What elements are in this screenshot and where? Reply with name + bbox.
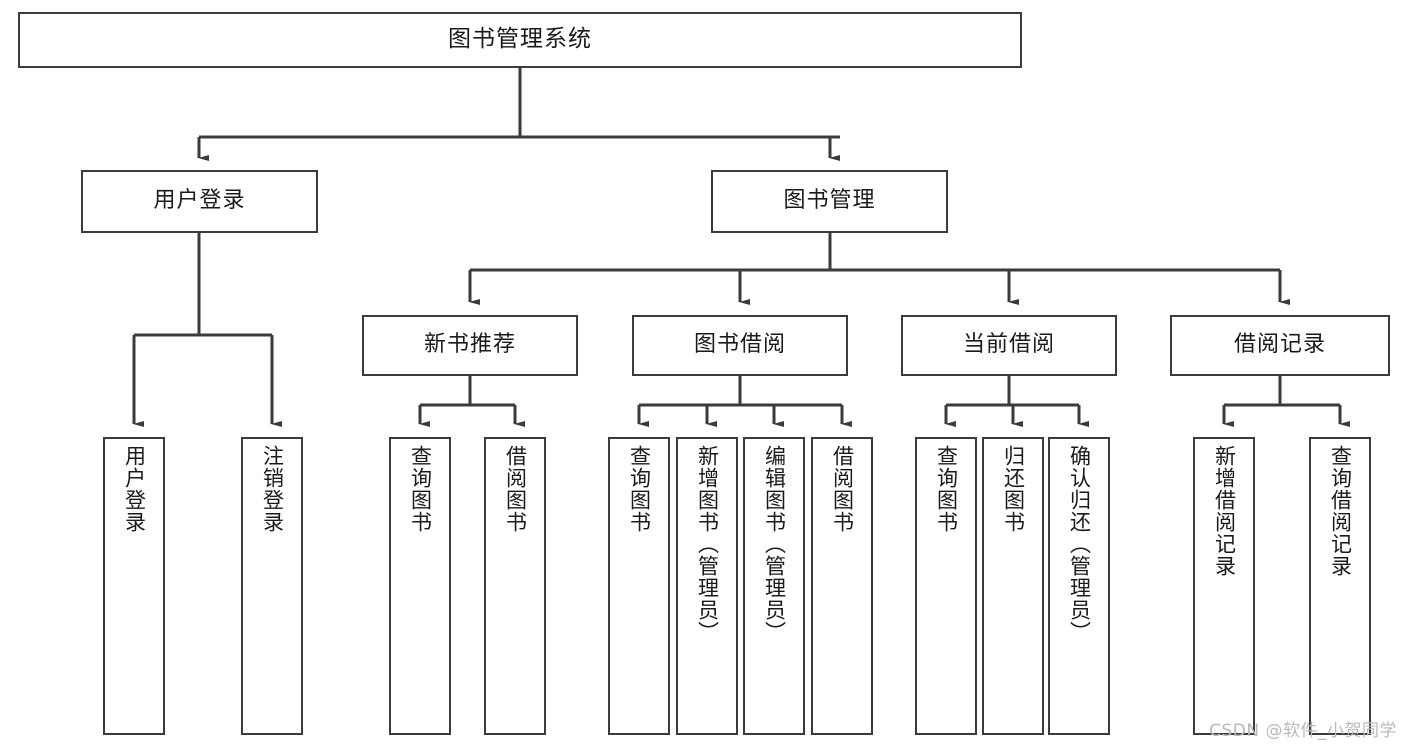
leaf-add-book-admin[interactable]: 新增图书（管理员） [676, 437, 738, 735]
node-label: 新增图书（管理员） [695, 445, 720, 643]
node-root-book-management-system[interactable]: 图书管理系统 [18, 12, 1022, 68]
leaf-query-borrow-record[interactable]: 查询借阅记录 [1309, 437, 1371, 735]
node-book-borrow[interactable]: 图书借阅 [632, 315, 848, 376]
leaf-logout-login[interactable]: 注销登录 [241, 437, 303, 735]
leaf-user-login[interactable]: 用户登录 [103, 437, 165, 735]
node-label: 借阅图书 [503, 445, 528, 533]
node-label: 图书管理 [783, 188, 876, 214]
node-label: 查询图书 [408, 445, 433, 533]
node-label: 用户登录 [153, 188, 246, 214]
leaf-query-book-current[interactable]: 查询图书 [915, 437, 977, 735]
leaf-borrow-book-recommend[interactable]: 借阅图书 [484, 437, 546, 735]
node-label: 借阅图书 [830, 445, 855, 533]
leaf-query-book-recommend[interactable]: 查询图书 [389, 437, 451, 735]
node-label: 新增借阅记录 [1212, 445, 1237, 577]
node-borrow-record[interactable]: 借阅记录 [1170, 315, 1390, 376]
node-label: 图书借阅 [693, 332, 786, 358]
leaf-borrow-book[interactable]: 借阅图书 [811, 437, 873, 735]
node-label: 归还图书 [1001, 445, 1026, 533]
node-label: 借阅记录 [1233, 332, 1326, 358]
node-label: 确认归还（管理员） [1067, 445, 1092, 643]
node-label: 新书推荐 [423, 332, 516, 358]
node-book-management[interactable]: 图书管理 [711, 170, 948, 233]
leaf-confirm-return-admin[interactable]: 确认归还（管理员） [1048, 437, 1110, 735]
node-label: 图书管理系统 [448, 26, 592, 53]
node-label: 查询图书 [934, 445, 959, 533]
node-label: 编辑图书（管理员） [762, 445, 787, 643]
node-new-book-recommend[interactable]: 新书推荐 [362, 315, 578, 376]
leaf-edit-book-admin[interactable]: 编辑图书（管理员） [743, 437, 805, 735]
leaf-query-book-borrow[interactable]: 查询图书 [608, 437, 670, 735]
node-user-login[interactable]: 用户登录 [81, 170, 318, 233]
leaf-add-borrow-record[interactable]: 新增借阅记录 [1193, 437, 1255, 735]
watermark: CSDN @软件_小贺同学 [1209, 721, 1397, 741]
node-label: 当前借阅 [962, 332, 1055, 358]
node-current-borrow[interactable]: 当前借阅 [901, 315, 1117, 376]
node-label: 注销登录 [260, 445, 285, 533]
node-label: 查询借阅记录 [1328, 445, 1353, 577]
node-label: 用户登录 [122, 445, 147, 533]
leaf-return-book[interactable]: 归还图书 [982, 437, 1044, 735]
node-label: 查询图书 [627, 445, 652, 533]
